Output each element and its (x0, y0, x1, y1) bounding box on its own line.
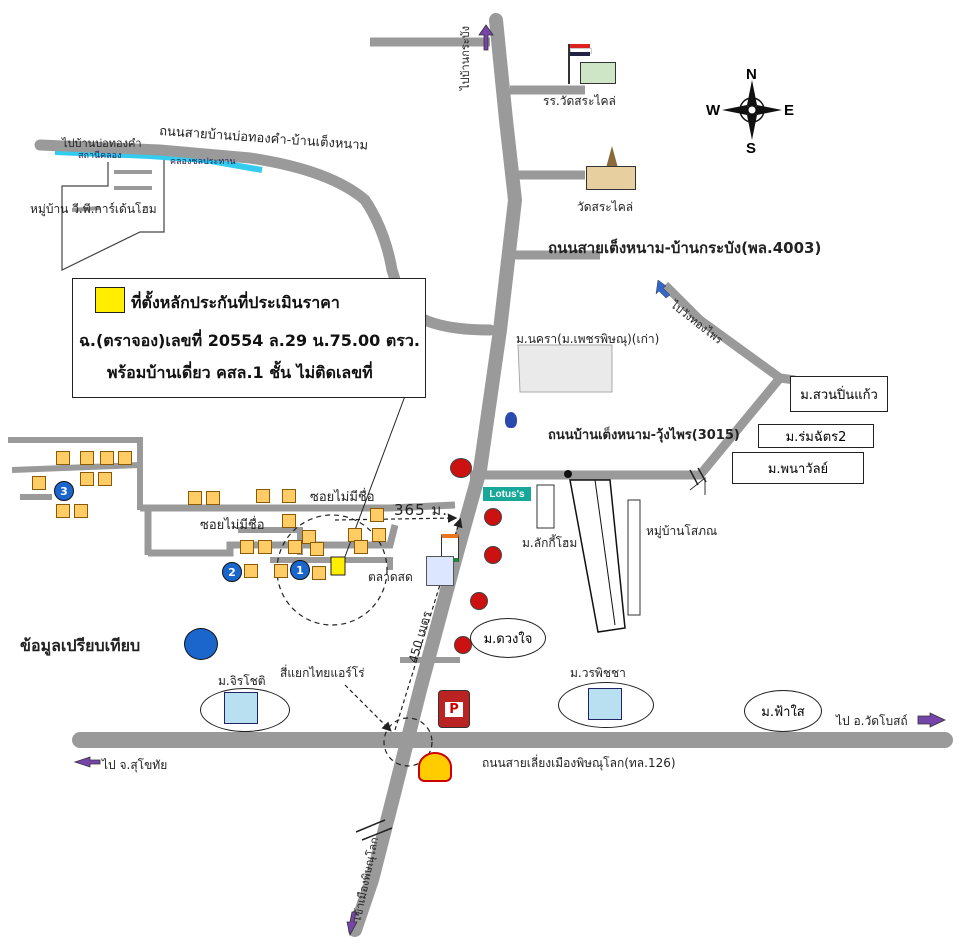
compass-north-label: N (746, 66, 757, 83)
arrow-north (478, 24, 494, 51)
village-wp-label: หมู่บ้าน วี.พี.การ์เด้นโฮม (30, 202, 157, 216)
road-to-botongkham-label: ไปบ้านบ่อทองคำ (62, 137, 142, 150)
lucky-home-label: ม.ลักกี้โฮม (522, 536, 578, 550)
gas-station-icon (450, 458, 472, 478)
soi-upper-label: ซอยไม่มีชื่อ (310, 490, 375, 505)
fasai-ellipse: ม.ฟ้าใส (744, 690, 822, 732)
rommatchat-label: ม.ร่มฉัตร2 (785, 429, 847, 445)
gas-station-icon (484, 508, 502, 526)
gas-station-icon (470, 592, 488, 610)
property-callout: ที่ตั้งหลักประกันที่ประเมินราคา ฉ.(ตราจอ… (72, 278, 426, 398)
market-icon (426, 556, 454, 586)
duangjai-ellipse: ม.ดวงใจ (470, 618, 546, 658)
intersection-circle (383, 717, 433, 767)
lotus-logo: Lotus's (483, 487, 531, 501)
intersection-label: สี่แยกไทยแอร์โร่ (280, 666, 365, 680)
legend-comparison-dot (184, 628, 218, 660)
compass-east-label: E (784, 102, 795, 119)
lotus-label: Lotus's (489, 488, 525, 500)
property-marker (330, 556, 346, 576)
main-road (348, 13, 523, 937)
callout-legend-square (95, 287, 125, 313)
to-sukhothai-label: ไป จ.สุโขทัย (102, 758, 168, 772)
parking-label: P (445, 701, 463, 717)
road-soi-upper (140, 501, 456, 512)
road-3015-ne (661, 281, 783, 382)
village-sopon-block (569, 479, 626, 633)
worapitcha-building-icon (588, 688, 622, 720)
village-wp-outline (61, 160, 165, 271)
comparison-marker-3: 3 (54, 481, 74, 501)
jirachot-building-icon (224, 692, 258, 724)
road-soi-lower (148, 524, 399, 557)
callout-line-3: พร้อมบ้านเดี่ยว คสล.1 ชั้น ไม่ติดเลขที่ (107, 363, 373, 382)
compass-rose (722, 80, 782, 140)
worapitcha-ellipse (558, 682, 654, 728)
worapitcha-label: ม.วรพิชชา (570, 666, 626, 680)
canal-label-1: สถานีคลอง (78, 151, 122, 161)
legend-comparison-label: ข้อมูลเปรียบเทียบ (20, 636, 141, 655)
phanawan-box: ม.พนาวัลย์ (732, 452, 864, 484)
road-north-label: ไปบ้านกระบัง (459, 25, 472, 90)
canal-label-2: คลองชลประทาน (170, 157, 236, 167)
route-3015-label: ถนนบ้านเต็งหนาม-วุ้งไพร(3015) (548, 428, 740, 443)
comparison-marker-1-label: 1 (296, 563, 304, 577)
route-4003-label: ถนนสายเต็งหนาม-บ้านกระบัง(พล.4003) (548, 239, 822, 257)
route-126-label: ถนนสายเลี่ยงเมืองพิษณุโลก(ทล.126) (482, 756, 676, 770)
suanpuenkaew-box: ม.สวนปิ่นแก้ว (790, 376, 888, 412)
compass-south-label: S (746, 140, 757, 157)
comparison-marker-1: 1 (290, 560, 310, 580)
to-watbot-label: ไป อ.วัดโบสถ์ (836, 714, 908, 728)
arrow-west (73, 756, 101, 768)
arrow-east (917, 712, 946, 728)
distance-365-label: 365 ม. (394, 501, 449, 519)
jirachot-ellipse (200, 688, 290, 732)
callout-line-2: ฉ.(ตราจอง)เลขที่ 20554 ล.29 น.75.00 ตรว. (79, 331, 420, 350)
comparison-marker-2-label: 2 (228, 565, 236, 579)
comparison-marker-2: 2 (222, 562, 242, 582)
road-3015 (470, 375, 784, 480)
shell-icon (418, 752, 452, 782)
temple-label: วัดสระไคล่ (577, 200, 634, 214)
school-label: รร.วัดสระไคล่ (543, 94, 616, 108)
fasai-label: ม.ฟ้าใส (761, 704, 805, 720)
suanpuenkaew-label: ม.สวนปิ่นแก้ว (800, 387, 878, 403)
temple-icon (582, 146, 638, 190)
nakhara-area (517, 344, 613, 393)
canal (54, 149, 263, 173)
arrow-south (346, 911, 358, 937)
rommatchat-box: ม.ร่มฉัตร2 (758, 424, 874, 448)
callout-line-1: ที่ตั้งหลักประกันที่ประเมินราคา (131, 293, 340, 312)
comparison-marker-3-label: 3 (60, 484, 68, 498)
jirachot-label: ม.จิรโชติ (218, 674, 266, 688)
nakhara-label: ม.นครา(ม.เพชรพิษณุ)(เก่า) (516, 332, 660, 346)
road-botongkham (34, 139, 496, 336)
market-label: ตลาดสด (368, 570, 413, 584)
village-sopon-label: หมู่บ้านโสภณ (646, 524, 718, 538)
phanawan-label: ม.พนาวัลย์ (767, 461, 829, 477)
distance-365-arrow (334, 513, 458, 523)
school-icon (566, 44, 616, 84)
parking-icon: P (438, 690, 470, 728)
duangjai-label: ม.ดวงใจ (483, 631, 533, 647)
soi-lower-label: ซอยไม่มีชื่อ (200, 518, 265, 533)
gas-station-icon (484, 546, 502, 564)
compass-west-label: W (706, 102, 721, 119)
ptt-icon (505, 412, 517, 428)
arrow-ne (655, 279, 671, 299)
